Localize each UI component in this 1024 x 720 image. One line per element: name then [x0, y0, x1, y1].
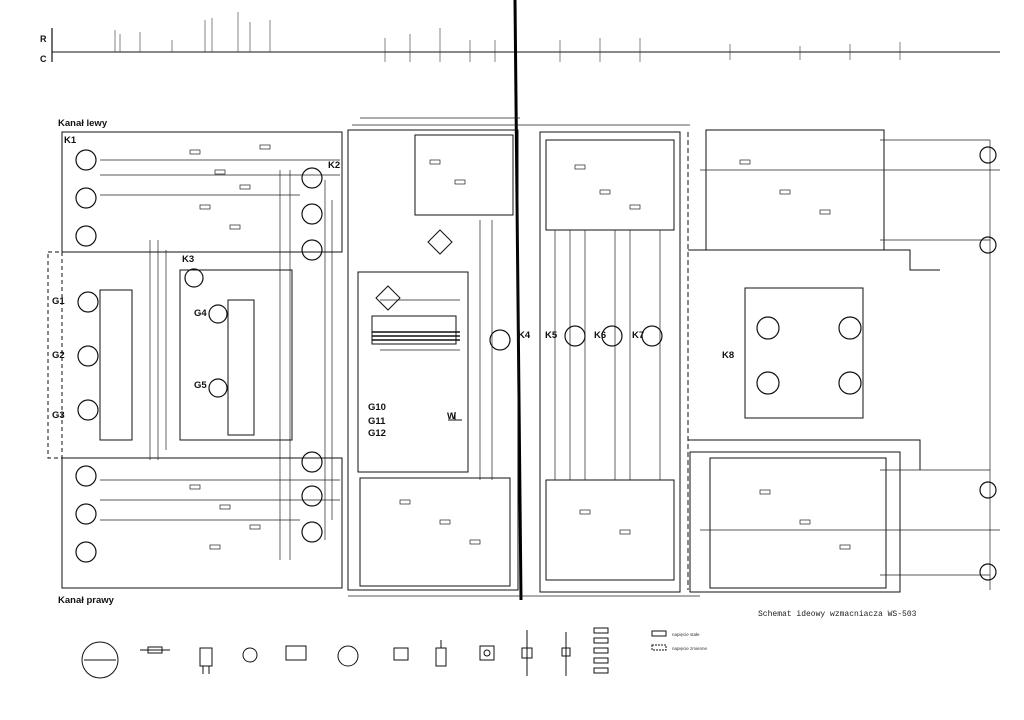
legend-line1-label: napięcie stałe	[672, 632, 700, 637]
left-channel-outline	[47, 131, 343, 589]
ground-mark	[448, 412, 462, 421]
board-label-k3: K3	[182, 254, 194, 265]
rail-bus	[51, 28, 1000, 62]
component-symbol-legend	[81, 627, 667, 679]
rail-label-c: C	[40, 54, 47, 64]
diagram-caption: Schemat ideowy wzmacniacza WS-503	[758, 610, 917, 619]
right-blocks-outline	[687, 129, 940, 593]
board-label-k4: K4	[518, 330, 531, 341]
board-label-k5: K5	[545, 330, 558, 341]
power-mark-label: W	[447, 411, 456, 422]
board-label-k7: K7	[632, 330, 644, 341]
section-label-left-channel: Kanał lewy	[58, 118, 108, 129]
wiring-lines	[100, 117, 1000, 597]
board-label-k1: K1	[64, 135, 77, 146]
legend-line2-label: napięcie zmienne	[672, 646, 708, 651]
section-label-right-channel: Kanał prawy	[58, 595, 115, 606]
rectifier-bridges	[375, 229, 453, 311]
group-label-g3: G3	[52, 410, 65, 421]
connector-sockets	[75, 146, 997, 581]
group-label-g5: G5	[194, 380, 207, 391]
transformer	[372, 331, 460, 341]
board-label-k6: K6	[594, 330, 606, 341]
center-blocks-outline	[347, 129, 681, 593]
rail-ticks	[114, 12, 901, 62]
group-label-g2: G2	[52, 350, 65, 361]
group-label-g11: G11	[368, 416, 386, 427]
group-label-g4: G4	[194, 308, 207, 319]
group-label-g10: G10	[368, 402, 386, 413]
group-label-g12: G12	[368, 428, 386, 439]
board-label-k2: K2	[328, 160, 340, 171]
board-label-k8: K8	[722, 350, 734, 361]
rail-label-r: R	[40, 34, 47, 44]
component-marks	[189, 144, 851, 550]
group-label-g1: G1	[52, 296, 65, 307]
